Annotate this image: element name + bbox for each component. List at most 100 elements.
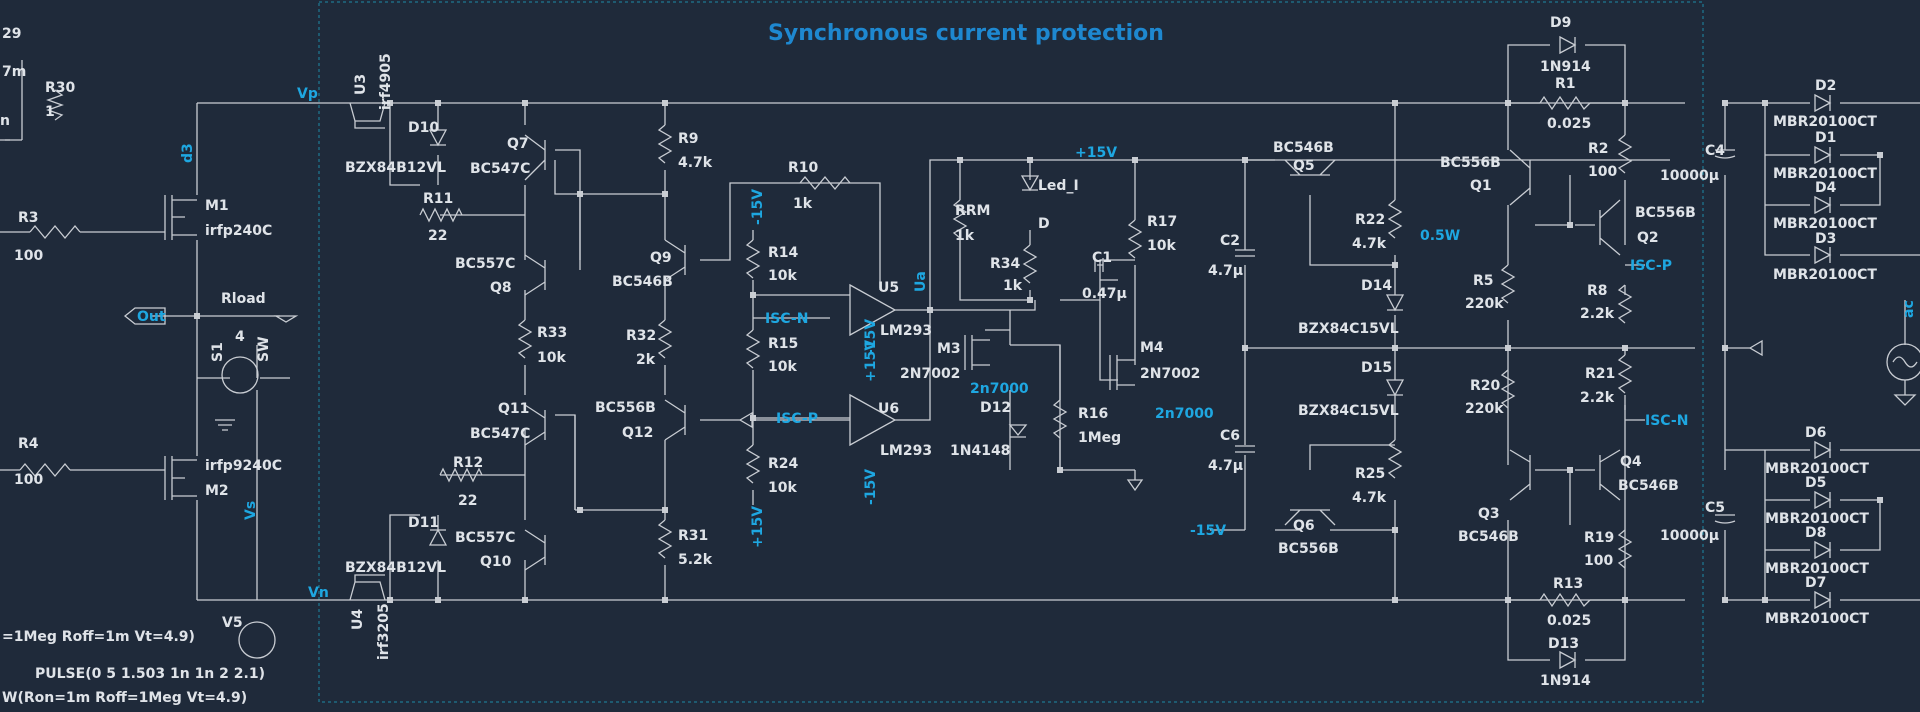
label-q11: Q11 <box>498 401 529 417</box>
label-q6: Q6 <box>1293 518 1315 534</box>
label-r16: R16 <box>1078 406 1108 422</box>
label-r20-value: 220k <box>1465 401 1504 417</box>
label-q5-value: BC546B <box>1273 140 1334 156</box>
label-r10: R10 <box>788 160 819 176</box>
label-q12: Q12 <box>622 425 653 441</box>
label-q9: Q9 <box>650 250 672 266</box>
label-r2: R2 <box>1588 141 1609 157</box>
label-d12-value: 1N4148 <box>950 443 1010 459</box>
label-r30-value: 1 <box>45 104 55 120</box>
label-u3: U3 <box>353 74 369 95</box>
label-d6: D6 <box>1805 425 1826 441</box>
net-ac: ac <box>1901 300 1917 318</box>
label-d13: D13 <box>1548 636 1579 652</box>
label-m3: M3 <box>937 341 961 357</box>
label-m1-value: irfp240C <box>205 223 272 239</box>
right-mid-labels: C2 4.7µ C6 4.7µ BC546B Q5 Q6 BC556B R22 … <box>1208 140 1399 557</box>
label-c6: C6 <box>1220 428 1240 444</box>
net-iscp-right: ISC-P <box>1630 258 1672 274</box>
label-r33: R33 <box>537 325 567 341</box>
label-m2-value: irfp9240C <box>205 458 282 474</box>
net-labels: Vp Vn Vs d3 Out Ua +15V -15V +15V +15V -… <box>137 86 1917 601</box>
label-r1-value: 0.025 <box>1547 116 1591 132</box>
label-d4-value: MBR20100CT <box>1773 216 1877 232</box>
label-r19: R19 <box>1584 530 1614 546</box>
label-q4-value: BC546B <box>1618 478 1679 494</box>
label-r25-value: 4.7k <box>1352 490 1387 506</box>
label-r19-value: 100 <box>1584 553 1613 569</box>
label-q7-value: BC547C <box>470 161 530 177</box>
label-r31: R31 <box>678 528 708 544</box>
label-q8-value: BC557C <box>455 256 515 272</box>
label-r31-value: 5.2k <box>678 552 713 568</box>
label-q9-value: BC546B <box>612 274 673 290</box>
label-c5: C5 <box>1705 500 1725 516</box>
label-q1: Q1 <box>1470 178 1492 194</box>
net-neg15-u5: -15V <box>863 319 879 355</box>
transistors <box>164 102 1621 601</box>
label-r14: R14 <box>768 245 799 261</box>
label-r22-value: 4.7k <box>1352 236 1387 252</box>
net-neg15-u6: -15V <box>863 469 879 505</box>
label-r15: R15 <box>768 336 798 352</box>
mid-labels: RRM 1k Led_I D R34 1k M3 2N7002 D12 1N41… <box>900 178 1200 459</box>
label-r3: R3 <box>18 210 39 226</box>
label-rrm: RRM <box>955 203 991 219</box>
label-r34: R34 <box>990 256 1021 272</box>
net-iscn-right: ISC-N <box>1645 413 1688 429</box>
label-rload: Rload <box>221 291 266 307</box>
label-d3-value: MBR20100CT <box>1773 267 1877 283</box>
label-r4: R4 <box>18 436 39 452</box>
gate-drive-labels: U3 irf4905 BZX84B12VL D10 R11 22 BZX84B1… <box>345 53 567 660</box>
label-q7: Q7 <box>507 136 529 152</box>
junctions <box>194 100 1883 603</box>
label-r10-value: 1k <box>793 196 813 212</box>
label-d6-value: MBR20100CT <box>1765 461 1869 477</box>
label-r29-value: 7m <box>2 64 26 80</box>
label-r12: R12 <box>453 455 483 471</box>
label-u4-value: irf3205 <box>376 603 392 660</box>
label-m3-value: 2N7002 <box>900 366 960 382</box>
net-neg15-q6: -15V <box>1190 523 1226 539</box>
driver-labels: R9 4.7k Q9 BC546B R32 2k BC556B Q12 R31 … <box>595 131 932 568</box>
label-q1-value: BC556B <box>1440 155 1501 171</box>
net-ua: Ua <box>913 271 929 292</box>
net-pos15-u6: +15V <box>863 340 879 382</box>
label-r8: R8 <box>1587 283 1608 299</box>
label-r29-b: n <box>0 113 10 129</box>
label-r24-value: 10k <box>768 480 797 496</box>
label-q3-value: BC546B <box>1458 529 1519 545</box>
label-r1: R1 <box>1555 76 1576 92</box>
net-vn: Vn <box>308 585 329 601</box>
spice-line-2: PULSE(0 5 1.503 1n 1n 2 2.1) <box>35 666 265 682</box>
label-q12-value: BC556B <box>595 400 656 416</box>
label-m4: M4 <box>1140 340 1164 356</box>
label-r5-value: 220k <box>1465 296 1504 312</box>
label-rrm-value: 1k <box>955 228 975 244</box>
label-d7-value: MBR20100CT <box>1765 611 1869 627</box>
resistors <box>19 89 1633 608</box>
label-r21-value: 2.2k <box>1580 390 1615 406</box>
label-r29: 29 <box>2 26 21 42</box>
opamps <box>849 283 897 447</box>
label-d10-value: BZX84B12VL <box>345 160 446 176</box>
label-u4: U4 <box>350 609 366 630</box>
label-q2: Q2 <box>1637 230 1659 246</box>
net-vp: Vp <box>297 86 318 102</box>
bridge-diodes <box>1814 93 1832 610</box>
label-u3-value: irf4905 <box>378 53 394 110</box>
label-sw: SW <box>256 336 272 362</box>
label-q11-value: BC547C <box>470 426 530 442</box>
label-m2: M2 <box>205 483 229 499</box>
label-d1: D1 <box>1815 130 1836 146</box>
label-q6-value: BC556B <box>1278 541 1339 557</box>
label-r2-value: 100 <box>1588 164 1617 180</box>
capacitors <box>1094 149 1736 524</box>
label-r34-value: 1k <box>1003 278 1023 294</box>
sources <box>221 343 1920 659</box>
label-r12-value: 22 <box>458 493 477 509</box>
net-out: Out <box>137 309 166 325</box>
label-r32-value: 2k <box>636 352 656 368</box>
label-q10: Q10 <box>480 554 512 570</box>
